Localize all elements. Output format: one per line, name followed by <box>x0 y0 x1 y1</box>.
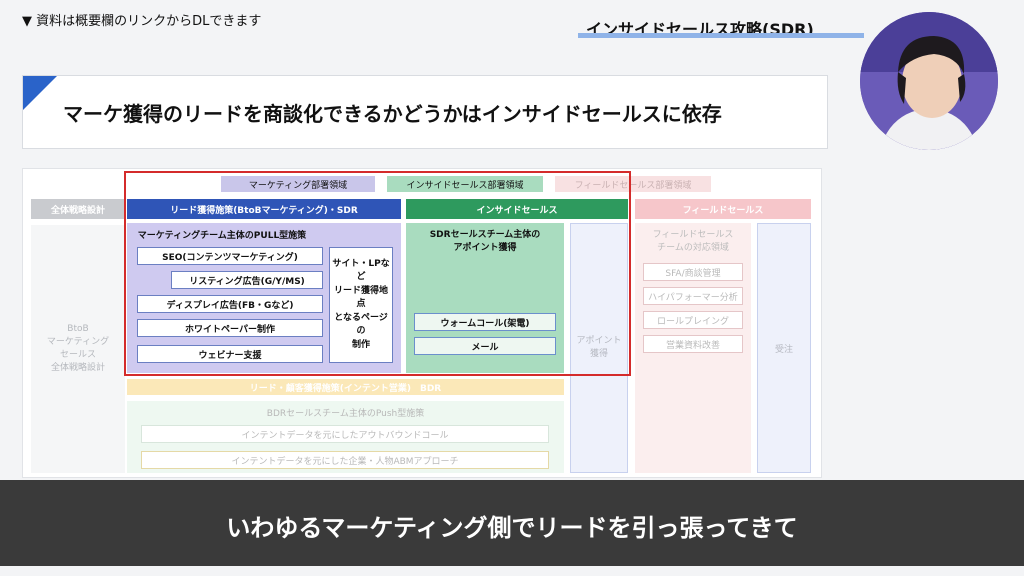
presenter-image <box>860 12 998 150</box>
accent-corner <box>23 76 57 110</box>
pull-panel: マーケティングチーム主体のPULL型施策 SEO(コンテンツマーケティング) リ… <box>127 223 401 373</box>
sdr-item-email: メール <box>414 337 556 355</box>
pull-item-listing: リスティング広告(G/Y/MS) <box>171 271 323 289</box>
field-title: フィールドセールス チームの対応領域 <box>635 229 751 255</box>
strategy-header: 全体戦略設計 <box>31 199 125 219</box>
sdr-item-warm-call: ウォームコール(架電) <box>414 313 556 331</box>
brand-underline <box>578 33 864 38</box>
field-item-high-performer: ハイパフォーマー分析 <box>643 287 743 305</box>
appoint-column: アポイント 獲得 <box>570 223 628 473</box>
intent-bar: リード・顧客獲得施策(インテント営業) BDR <box>127 379 564 395</box>
push-panel: BDRセールスチーム主体のPush型施策 インテントデータを元にしたアウトバウン… <box>127 401 564 473</box>
strategy-line: マーケティング <box>46 336 110 347</box>
sdr-title-line: SDRセールスチーム主体の <box>429 230 541 241</box>
field-title-line: チームの対応領域 <box>657 243 729 253</box>
strategy-line: BtoB <box>67 323 89 334</box>
top-note: ▼ 資料は概要欄のリンクからDLできます <box>22 14 262 29</box>
strategy-line: セールス <box>59 350 96 360</box>
strategy-line: 全体戦略設計 <box>50 363 105 374</box>
sdr-title-line: アポイント獲得 <box>453 243 517 253</box>
headline-text: マーケ獲得のリードを商談化できるかどうかはインサイドセールスに依存 <box>63 102 722 126</box>
order-column: 受注 <box>757 223 811 473</box>
business-flow-diagram: マーケティング部署領域 インサイドセールス部署領域 フィールドセールス部署領域 … <box>22 168 822 478</box>
site-lp-line: 制作 <box>351 339 370 350</box>
field-area-label: フィールドセールス部署領域 <box>555 176 711 192</box>
headline-card: マーケ獲得のリードを商談化できるかどうかはインサイドセールスに依存 <box>22 75 828 149</box>
pull-item-display: ディスプレイ広告(FB・Gなど) <box>137 295 323 313</box>
pull-item-webinar: ウェビナー支援 <box>137 345 323 363</box>
field-item-sfa: SFA/商談管理 <box>643 263 743 281</box>
site-lp-box: サイト・LPなど リード獲得地点 となるページの 制作 <box>329 247 393 363</box>
field-item-roleplay: ロールプレイング <box>643 311 743 329</box>
inside-header: インサイドセールス <box>406 199 628 219</box>
subtitle-text: いわゆるマーケティング側でリードを引っ張ってきて <box>226 514 798 542</box>
appoint-line: アポイント <box>576 335 622 346</box>
site-lp-line: サイト・LPなど <box>332 258 390 283</box>
field-header: フィールドセールス <box>635 199 811 219</box>
field-panel: フィールドセールス チームの対応領域 SFA/商談管理 ハイパフォーマー分析 ロ… <box>635 223 751 473</box>
lead-header: リード獲得施策(BtoBマーケティング)・SDR <box>127 199 401 219</box>
highlight-frame <box>124 171 631 376</box>
site-lp-line: となるページの <box>334 312 388 337</box>
pull-item-whitepaper: ホワイトペーパー制作 <box>137 319 323 337</box>
pull-title: マーケティングチーム主体のPULL型施策 <box>137 230 307 241</box>
strategy-column: BtoB マーケティング セールス 全体戦略設計 <box>31 225 125 473</box>
push-item-abm: インテントデータを元にした企業・人物ABMアプローチ <box>141 451 549 469</box>
appoint-line: 獲得 <box>589 349 608 359</box>
push-title: BDRセールスチーム主体のPush型施策 <box>266 408 425 419</box>
sdr-panel: SDRセールスチーム主体の アポイント獲得 ウォームコール(架電) メール <box>406 223 564 373</box>
push-item-outbound: インテントデータを元にしたアウトバウンドコール <box>141 425 549 443</box>
sdr-title: SDRセールスチーム主体の アポイント獲得 <box>406 229 564 255</box>
field-title-line: フィールドセールス <box>652 230 734 241</box>
pull-item-seo: SEO(コンテンツマーケティング) <box>137 247 323 265</box>
subtitle-bar: いわゆるマーケティング側でリードを引っ張ってきて <box>0 480 1024 566</box>
field-item-materials: 営業資料改善 <box>643 335 743 353</box>
site-lp-line: リード獲得地点 <box>333 285 388 310</box>
marketing-area-label: マーケティング部署領域 <box>221 176 375 192</box>
presenter-avatar <box>860 12 998 150</box>
inside-area-label: インサイドセールス部署領域 <box>387 176 543 192</box>
